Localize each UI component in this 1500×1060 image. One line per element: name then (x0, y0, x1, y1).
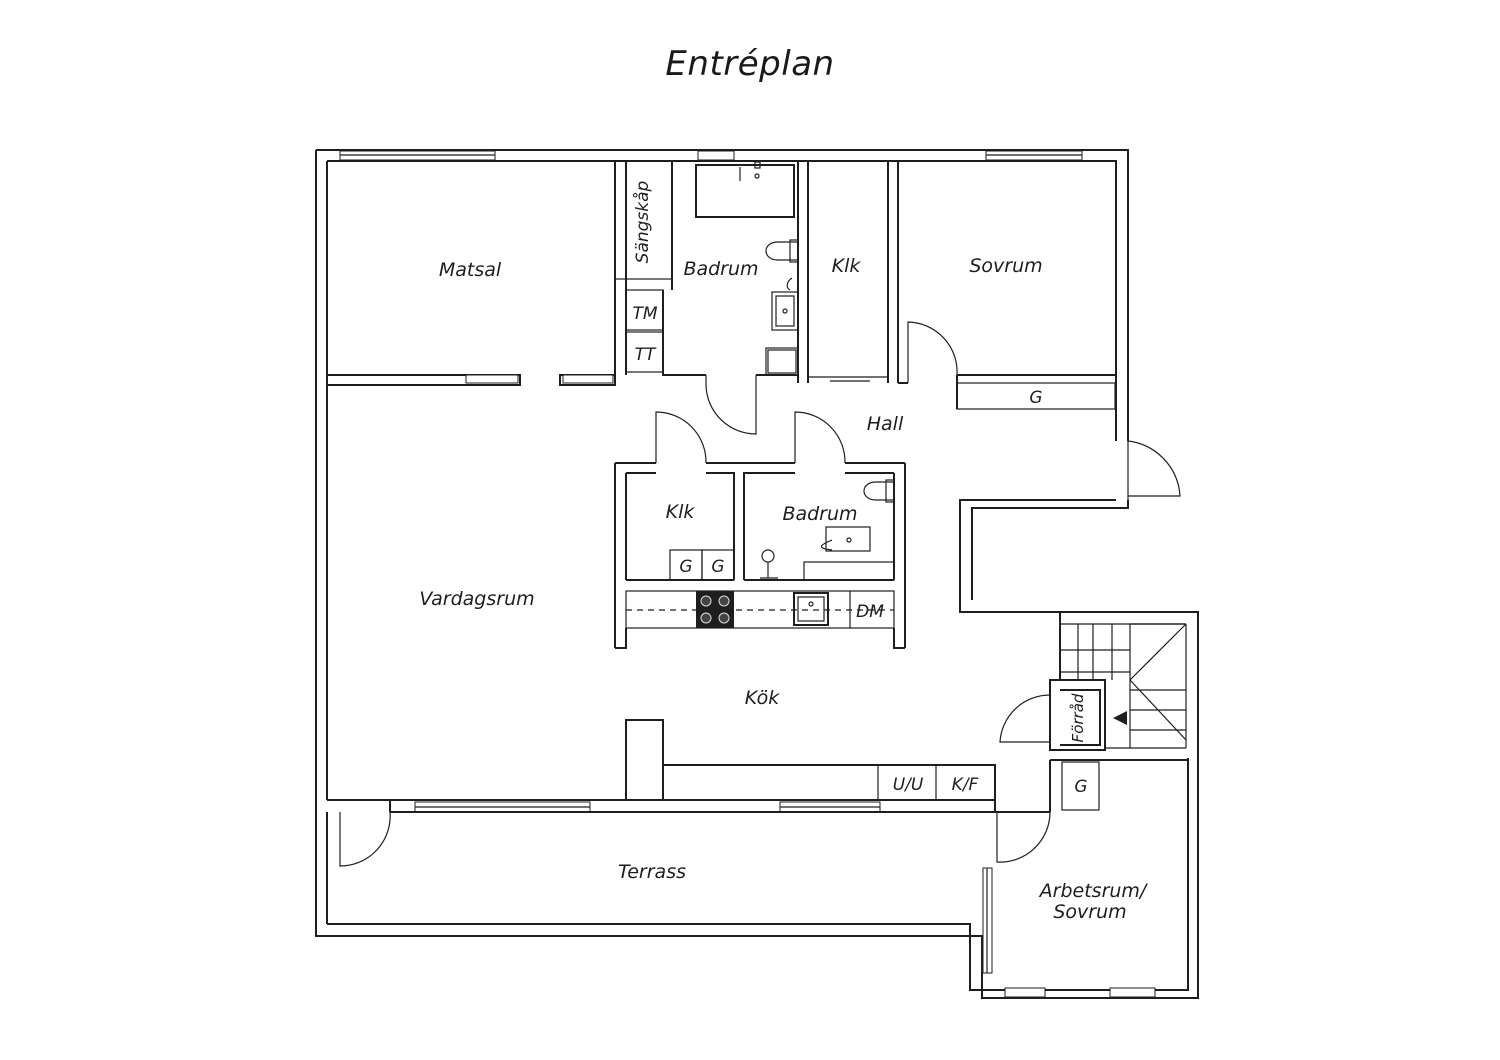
windows (339, 150, 1156, 998)
room-label-dm: DM (856, 602, 884, 622)
room-label-arbetsrum-sovrum: Sovrum (1053, 901, 1126, 923)
room-label-tt: TT (635, 345, 657, 365)
room-label-badrum-mid: Badrum (782, 503, 857, 525)
room-label-terrass: Terrass (618, 861, 686, 883)
room-label-badrum-upper: Badrum (683, 258, 758, 280)
room-label-klk-upper: Klk (832, 255, 862, 277)
room-label-hall: Hall (867, 413, 904, 435)
room-label-uu: U/U (893, 775, 924, 795)
room-label-g1: G (679, 557, 692, 577)
interior-walls (326, 160, 1188, 813)
room-label-vardagsrum: Vardagsrum (419, 588, 534, 610)
room-label-g-arbets: G (1074, 777, 1087, 797)
room-label-tm: TM (632, 304, 657, 324)
room-label-sovrum: Sovrum (969, 255, 1042, 277)
outer-walls (315, 149, 1199, 999)
room-label-arbetsrum: Arbetsrum/ (1038, 880, 1149, 902)
room-label-g2: G (711, 557, 724, 577)
room-label-kok: Kök (745, 687, 780, 709)
room-label-klk-mid: Klk (666, 501, 696, 523)
stairs-arrow-icon (1113, 711, 1127, 725)
room-label-matsal: Matsal (439, 259, 502, 281)
room-label-g-hall: G (1029, 388, 1042, 408)
doors (339, 321, 1181, 867)
stairs (1060, 623, 1187, 749)
room-label-kf: K/F (952, 775, 979, 795)
room-label-forrad: Förråd (1069, 693, 1087, 742)
page-title: Entréplan (665, 44, 835, 84)
room-label-sangskap: Sängskåp (632, 180, 653, 263)
